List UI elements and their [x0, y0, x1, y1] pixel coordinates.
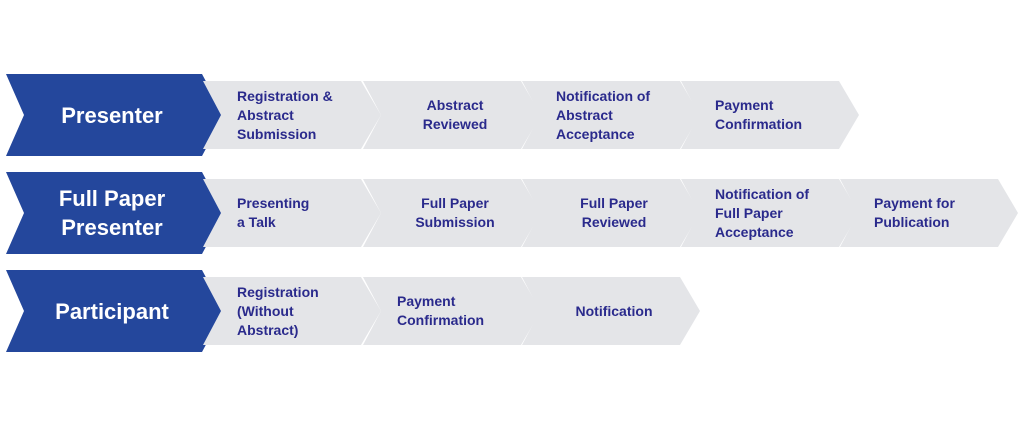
step-label-line: Reviewed	[422, 116, 488, 132]
step-label-line: Registration	[237, 283, 319, 300]
step-label-line: Full Paper	[580, 195, 648, 211]
step-label-line: Reviewed	[581, 214, 647, 230]
role-label: Presenter	[61, 215, 163, 240]
role-label: Participant	[55, 298, 169, 324]
step-registration-without-abstract: Registration (Without Abstract)	[203, 277, 381, 345]
step-label-line: Submission	[415, 214, 495, 230]
step-label-line: (Without	[237, 302, 294, 319]
step-label-line: Abstract	[556, 106, 613, 123]
step-presenting-a-talk: Presenting a Talk	[203, 179, 381, 247]
step-payment-confirmation: Payment Confirmation	[363, 277, 541, 345]
step-label-line: Payment	[397, 293, 456, 309]
step-label-line: a Talk	[237, 214, 276, 230]
step-notification: Notification	[522, 277, 700, 345]
step-label-line: Abstract	[237, 106, 294, 123]
step-label-line: Registration &	[237, 87, 333, 104]
step-label-line: Abstract)	[237, 321, 299, 338]
step-payment-confirmation: Payment Confirmation	[681, 81, 859, 149]
step-label-line: Acceptance	[556, 125, 635, 142]
step-registration-abstract-submission: Registration & Abstract Submission	[203, 81, 381, 149]
step-full-paper-submission: Full Paper Submission	[363, 179, 541, 247]
role-chevron-participant: Participant	[6, 270, 224, 352]
step-label-line: Notification of	[715, 185, 810, 202]
step-label-line: Publication	[874, 214, 950, 230]
step-notification-full-paper-acceptance: Notification of Full Paper Acceptance	[681, 179, 859, 247]
step-label-line: Abstract	[426, 97, 484, 113]
step-label-line: Full Paper	[421, 195, 489, 211]
step-label-line: Payment for	[874, 195, 955, 211]
row-participant: Participant Registration (Without Abstra…	[0, 270, 1024, 352]
role-chevron-presenter: Presenter	[6, 74, 224, 156]
row-full-paper-presenter: Full Paper Presenter Presenting a Talk F…	[0, 172, 1024, 254]
step-label-line: Payment	[715, 97, 774, 113]
step-label-line: Confirmation	[715, 116, 803, 132]
step-label-line: Notification of	[556, 87, 651, 104]
step-label-line: Acceptance	[715, 223, 794, 240]
role-label: Presenter	[61, 102, 163, 128]
step-full-paper-reviewed: Full Paper Reviewed	[522, 179, 700, 247]
step-label-line: Presenting	[237, 195, 310, 211]
step-label-line: Submission	[237, 125, 317, 142]
step-payment-for-publication: Payment for Publication	[840, 179, 1018, 247]
role-chevron-full-paper-presenter: Full Paper Presenter	[6, 172, 224, 254]
step-label-line: Notification	[575, 302, 653, 319]
step-abstract-reviewed: Abstract Reviewed	[363, 81, 541, 149]
step-notification-abstract-acceptance: Notification of Abstract Acceptance	[522, 81, 700, 149]
step-label-line: Confirmation	[397, 312, 485, 328]
step-label-line: Full Paper	[715, 204, 783, 221]
role-label: Full Paper	[58, 186, 166, 211]
row-presenter: Presenter Registration & Abstract Submis…	[0, 74, 1024, 156]
